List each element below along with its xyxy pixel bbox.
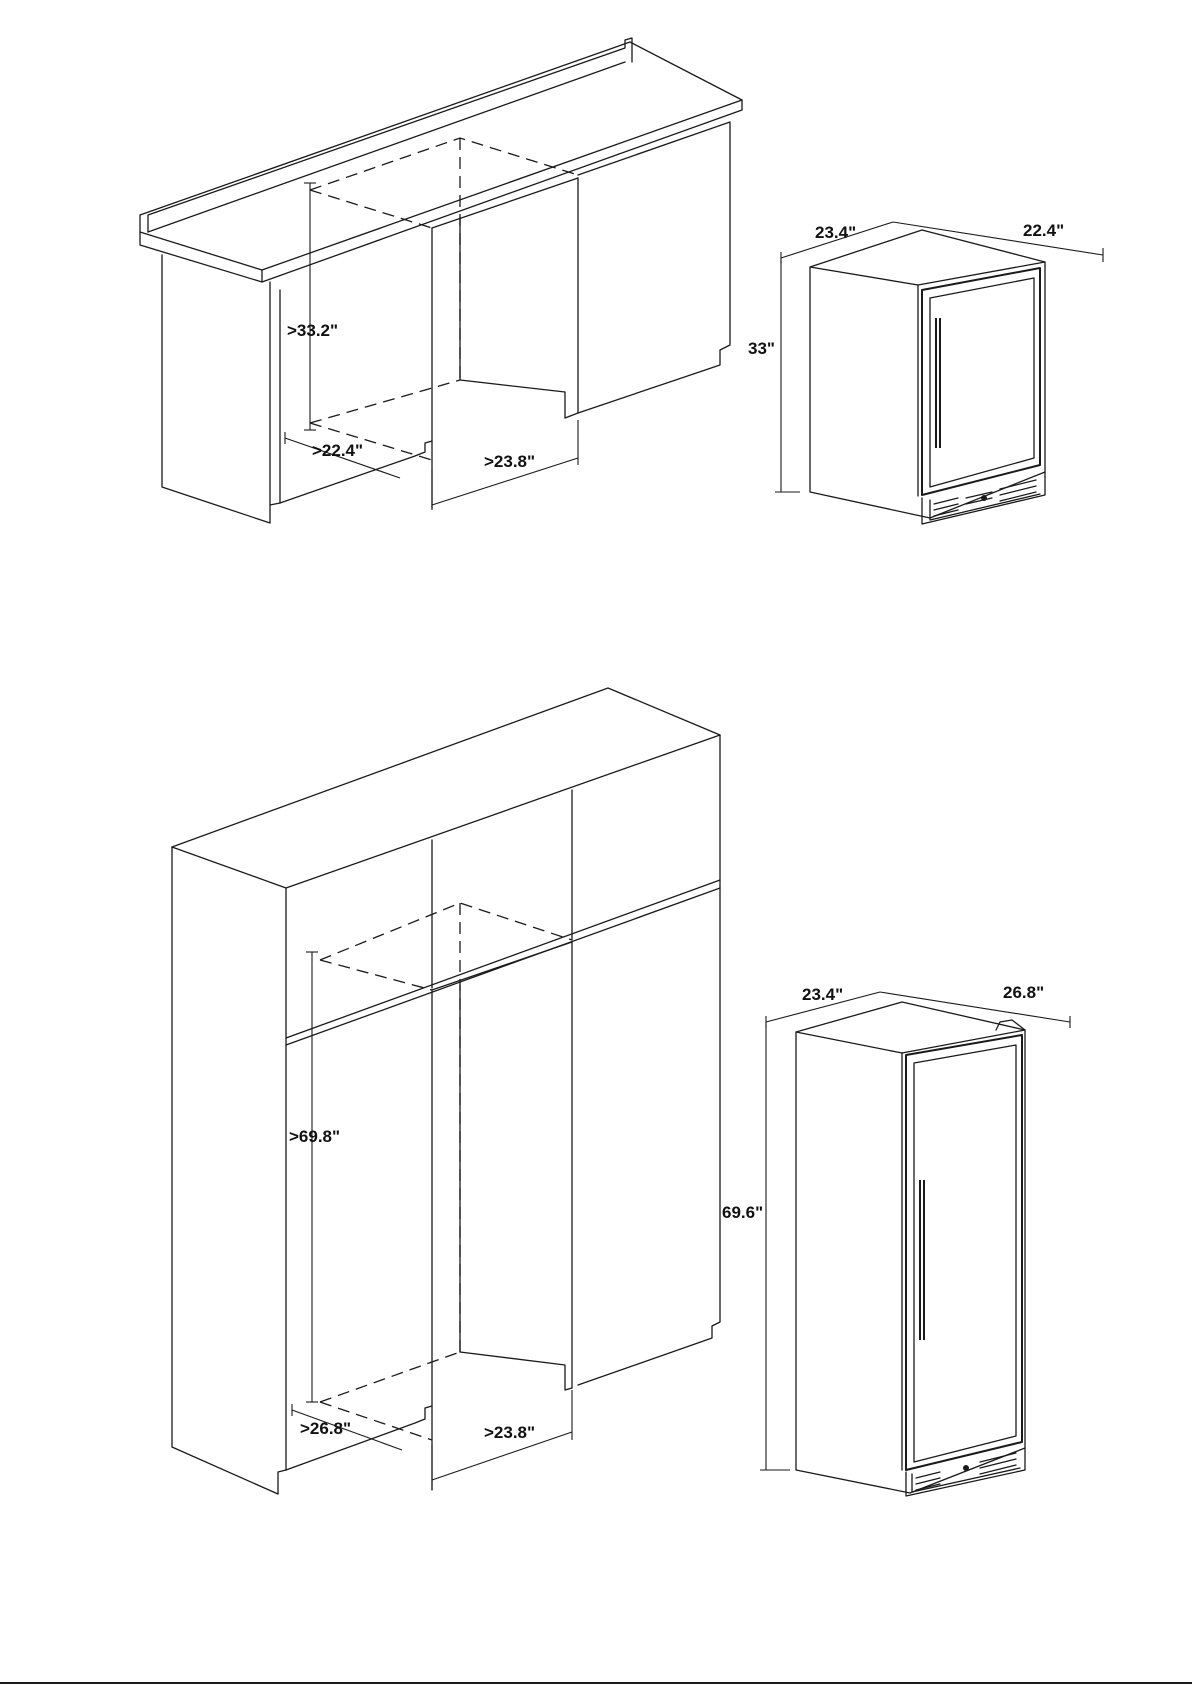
top-unit-width-label: 23.4" bbox=[815, 223, 856, 242]
top-cabinet-width-label: >23.8" bbox=[484, 452, 535, 471]
bottom-cabinet-width-label: >23.8" bbox=[484, 1423, 535, 1442]
undercounter-fridge-drawing bbox=[775, 222, 1103, 524]
top-cabinet-height-label: >33.2" bbox=[287, 321, 338, 340]
top-unit-height-label: 33" bbox=[748, 339, 775, 358]
bottom-unit-width-label: 23.4" bbox=[802, 985, 843, 1004]
undercounter-cabinet-drawing bbox=[140, 38, 742, 523]
bottom-cabinet-height-label: >69.8" bbox=[289, 1127, 340, 1146]
tall-cabinet-drawing bbox=[172, 688, 720, 1494]
top-unit-depth-label: 22.4" bbox=[1023, 221, 1064, 240]
top-cabinet-depth-label: >22.4" bbox=[312, 441, 363, 460]
bottom-unit-height-label: 69.6" bbox=[722, 1203, 763, 1222]
bottom-cabinet-depth-label: >26.8" bbox=[300, 1419, 351, 1438]
tall-fridge-drawing bbox=[760, 992, 1070, 1496]
bottom-unit-depth-label: 26.8" bbox=[1003, 983, 1044, 1002]
